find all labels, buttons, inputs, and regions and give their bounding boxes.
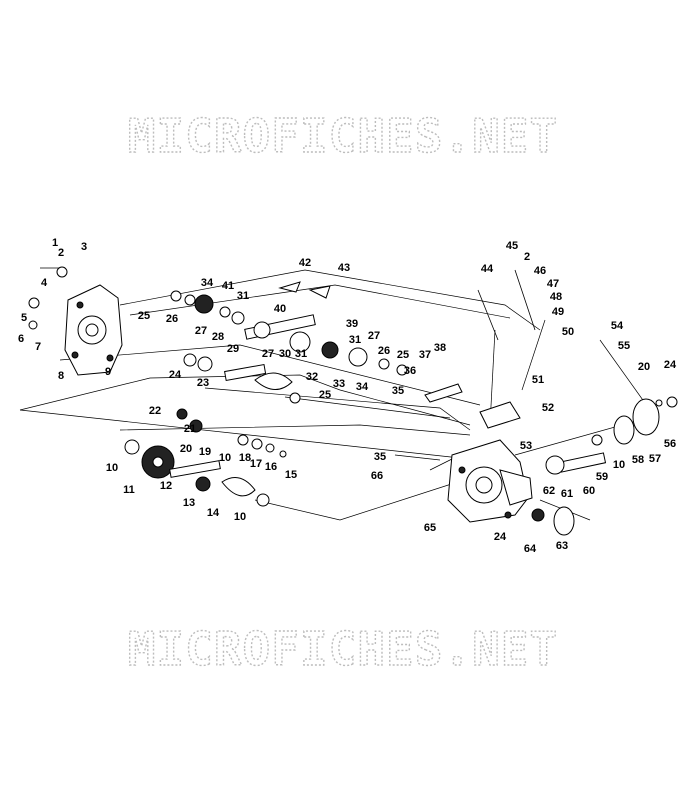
watermark-bottom: MICROFICHES.NET bbox=[128, 622, 558, 676]
callout-c14: 14 bbox=[207, 507, 220, 519]
callout-c61: 61 bbox=[561, 488, 573, 500]
callout-c63: 63 bbox=[556, 540, 568, 552]
callout-c22: 22 bbox=[149, 405, 161, 417]
callout-c17: 17 bbox=[250, 458, 262, 470]
callout-c42: 42 bbox=[299, 257, 311, 269]
top-gear-stack bbox=[170, 290, 245, 325]
callout-c25b: 25 bbox=[397, 349, 409, 361]
callout-c31c: 31 bbox=[295, 348, 307, 360]
callout-c10c: 10 bbox=[613, 459, 625, 471]
callout-c21: 21 bbox=[184, 423, 196, 435]
callout-c56: 56 bbox=[664, 438, 676, 450]
callout-c36: 36 bbox=[404, 365, 416, 377]
callout-c25c: 25 bbox=[319, 389, 331, 401]
callout-c65: 65 bbox=[424, 522, 436, 534]
callout-c34a: 34 bbox=[201, 277, 214, 289]
callout-c37: 37 bbox=[419, 349, 431, 361]
callout-c44: 44 bbox=[481, 263, 494, 275]
callout-c50: 50 bbox=[562, 326, 574, 338]
callout-c48: 48 bbox=[550, 291, 562, 303]
callout-c38: 38 bbox=[434, 342, 446, 354]
callout-c62: 62 bbox=[543, 485, 555, 497]
callout-c6: 6 bbox=[18, 333, 24, 345]
callout-c18: 18 bbox=[239, 452, 251, 464]
callout-c19: 19 bbox=[199, 446, 211, 458]
callout-c31a: 31 bbox=[237, 290, 249, 302]
callout-c31b: 31 bbox=[349, 334, 361, 346]
callout-c13: 13 bbox=[183, 497, 195, 509]
callout-c58: 58 bbox=[632, 454, 644, 466]
callout-c24b: 24 bbox=[664, 359, 677, 371]
upper-shaft-assembly bbox=[244, 314, 408, 376]
callout-c2: 2 bbox=[58, 247, 64, 259]
callout-c40: 40 bbox=[274, 303, 286, 315]
callout-c3: 3 bbox=[81, 241, 87, 253]
callout-c5: 5 bbox=[21, 312, 27, 324]
callout-c53: 53 bbox=[520, 440, 532, 452]
callout-c10a: 10 bbox=[219, 452, 231, 464]
callout-c64: 64 bbox=[524, 543, 537, 555]
callout-c16: 16 bbox=[265, 461, 277, 473]
left-case-half bbox=[64, 284, 123, 376]
callout-c4: 4 bbox=[41, 277, 48, 289]
middle-shaft-assembly bbox=[183, 353, 301, 404]
callout-c60: 60 bbox=[583, 485, 595, 497]
callout-c57: 57 bbox=[649, 453, 661, 465]
right-case-half bbox=[447, 439, 533, 523]
callout-c28: 28 bbox=[212, 331, 224, 343]
watermark-top: MICROFICHES.NET bbox=[128, 109, 558, 163]
callout-c8: 8 bbox=[58, 370, 64, 382]
callout-c11: 11 bbox=[123, 484, 135, 496]
callout-c33: 33 bbox=[333, 378, 345, 390]
callout-c35a: 35 bbox=[392, 385, 404, 397]
callout-c2b: 2 bbox=[524, 251, 530, 263]
callout-c20b: 20 bbox=[638, 361, 650, 373]
callout-c55: 55 bbox=[618, 340, 630, 352]
callout-c26b: 26 bbox=[378, 345, 390, 357]
callout-c29: 29 bbox=[227, 343, 239, 355]
callout-c46: 46 bbox=[534, 265, 546, 277]
lower-shaft-assembly bbox=[124, 408, 287, 507]
callout-c52: 52 bbox=[542, 402, 554, 414]
callout-c24c: 24 bbox=[494, 531, 507, 543]
callout-c27a: 27 bbox=[195, 325, 207, 337]
callout-c34b: 34 bbox=[356, 381, 369, 393]
callout-c54: 54 bbox=[611, 320, 624, 332]
callout-c30: 30 bbox=[279, 348, 291, 360]
callout-c51: 51 bbox=[532, 374, 544, 386]
callout-c24a: 24 bbox=[169, 369, 182, 381]
callout-c9: 9 bbox=[105, 366, 111, 378]
callout-c32: 32 bbox=[306, 371, 318, 383]
callout-c25a: 25 bbox=[138, 310, 150, 322]
callout-c35b: 35 bbox=[374, 451, 386, 463]
right-output-assembly bbox=[531, 396, 678, 536]
callout-c47: 47 bbox=[547, 278, 559, 290]
callout-c49: 49 bbox=[552, 306, 564, 318]
callout-c45: 45 bbox=[506, 240, 518, 252]
callout-c26a: 26 bbox=[166, 313, 178, 325]
callout-c10d: 10 bbox=[234, 511, 246, 523]
callout-c66: 66 bbox=[371, 470, 383, 482]
callout-c12: 12 bbox=[160, 480, 172, 492]
callout-c15: 15 bbox=[285, 469, 297, 481]
callout-c23: 23 bbox=[197, 377, 209, 389]
callout-c27c: 27 bbox=[262, 348, 274, 360]
callout-c41: 41 bbox=[222, 280, 234, 292]
callout-c39: 39 bbox=[346, 318, 358, 330]
callout-c59: 59 bbox=[596, 471, 608, 483]
callout-c20a: 20 bbox=[180, 443, 192, 455]
callout-c7: 7 bbox=[35, 341, 41, 353]
shift-linkage bbox=[28, 266, 536, 461]
callout-c43: 43 bbox=[338, 262, 350, 274]
callout-c27b: 27 bbox=[368, 330, 380, 342]
callout-c1: 1 bbox=[52, 237, 58, 249]
callout-c10b: 10 bbox=[106, 462, 118, 474]
